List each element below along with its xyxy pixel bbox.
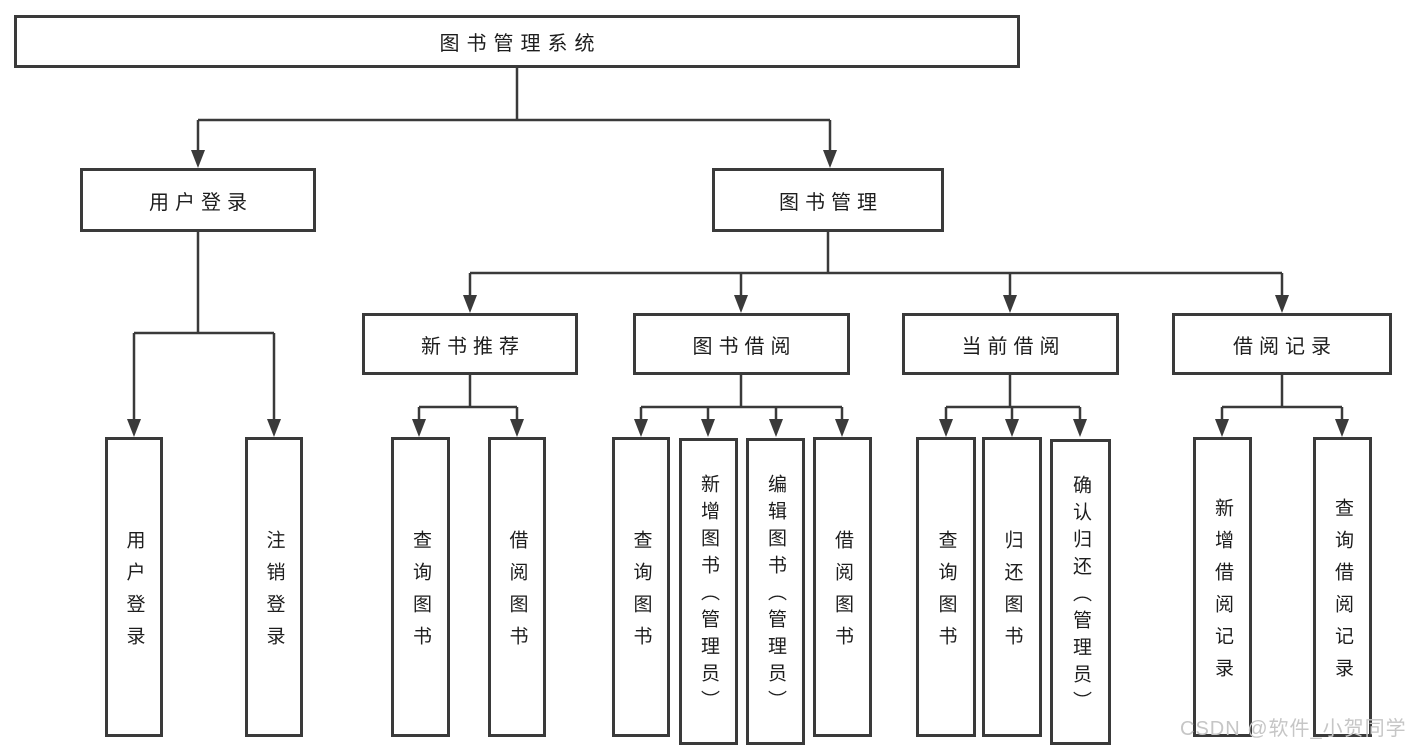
leaf-search-borrow-record: 查询借阅记录 [1313,437,1372,737]
node-library-system: 图书管理系统 [14,15,1020,68]
node-label: 新增图书（管理员） [698,474,719,717]
node-label: 借阅记录 [1233,335,1337,358]
arrowheads [127,150,1349,437]
node-label: 新增借阅记录 [1212,497,1233,690]
node-borrowing-records: 借阅记录 [1172,313,1392,375]
leaf-edit-books-admin: 编辑图书（管理员） [746,438,805,745]
node-label: 查询图书 [630,529,652,658]
node-label: 查询图书 [935,529,957,658]
node-user-login: 用户登录 [80,168,316,232]
leaf-search-books-current: 查询图书 [916,437,976,737]
leaf-add-borrow-record: 新增借阅记录 [1193,437,1252,737]
node-book-management: 图书管理 [712,168,944,232]
leaf-borrow-books-borrowing: 借阅图书 [813,437,872,737]
leaf-return-books: 归还图书 [982,437,1042,737]
leaf-user-login: 用户登录 [105,437,163,737]
node-label: 借阅图书 [832,529,853,658]
node-label: 归还图书 [1001,529,1023,658]
leaf-search-books-recommend: 查询图书 [391,437,450,737]
node-label: 图书管理系统 [439,33,602,55]
leaf-add-books-admin: 新增图书（管理员） [679,438,738,745]
leaf-logout: 注销登录 [245,437,303,737]
node-book-borrowing: 图书借阅 [633,313,850,375]
leaf-confirm-return-admin: 确认归还（管理员） [1050,439,1111,745]
node-label: 查询图书 [410,529,431,658]
node-label: 用户登录 [149,191,253,214]
leaf-borrow-books-recommend: 借阅图书 [488,437,546,737]
node-label: 编辑图书（管理员） [765,474,786,717]
node-label: 查询借阅记录 [1332,497,1353,690]
node-label: 确认归还（管理员） [1070,474,1091,718]
node-label: 用户登录 [123,529,145,658]
node-label: 图书管理 [779,191,883,214]
csdn-watermark: CSDN @软件_小贺同学 [1180,718,1405,740]
leaf-search-books-borrowing: 查询图书 [612,437,670,737]
node-label: 新书推荐 [421,335,525,358]
node-label: 注销登录 [263,529,285,658]
node-label: 借阅图书 [506,529,528,658]
node-current-borrowing: 当前借阅 [902,313,1119,375]
node-label: 当前借阅 [961,335,1066,358]
node-label: 图书借阅 [692,335,797,358]
node-new-book-recommendation: 新书推荐 [362,313,578,375]
